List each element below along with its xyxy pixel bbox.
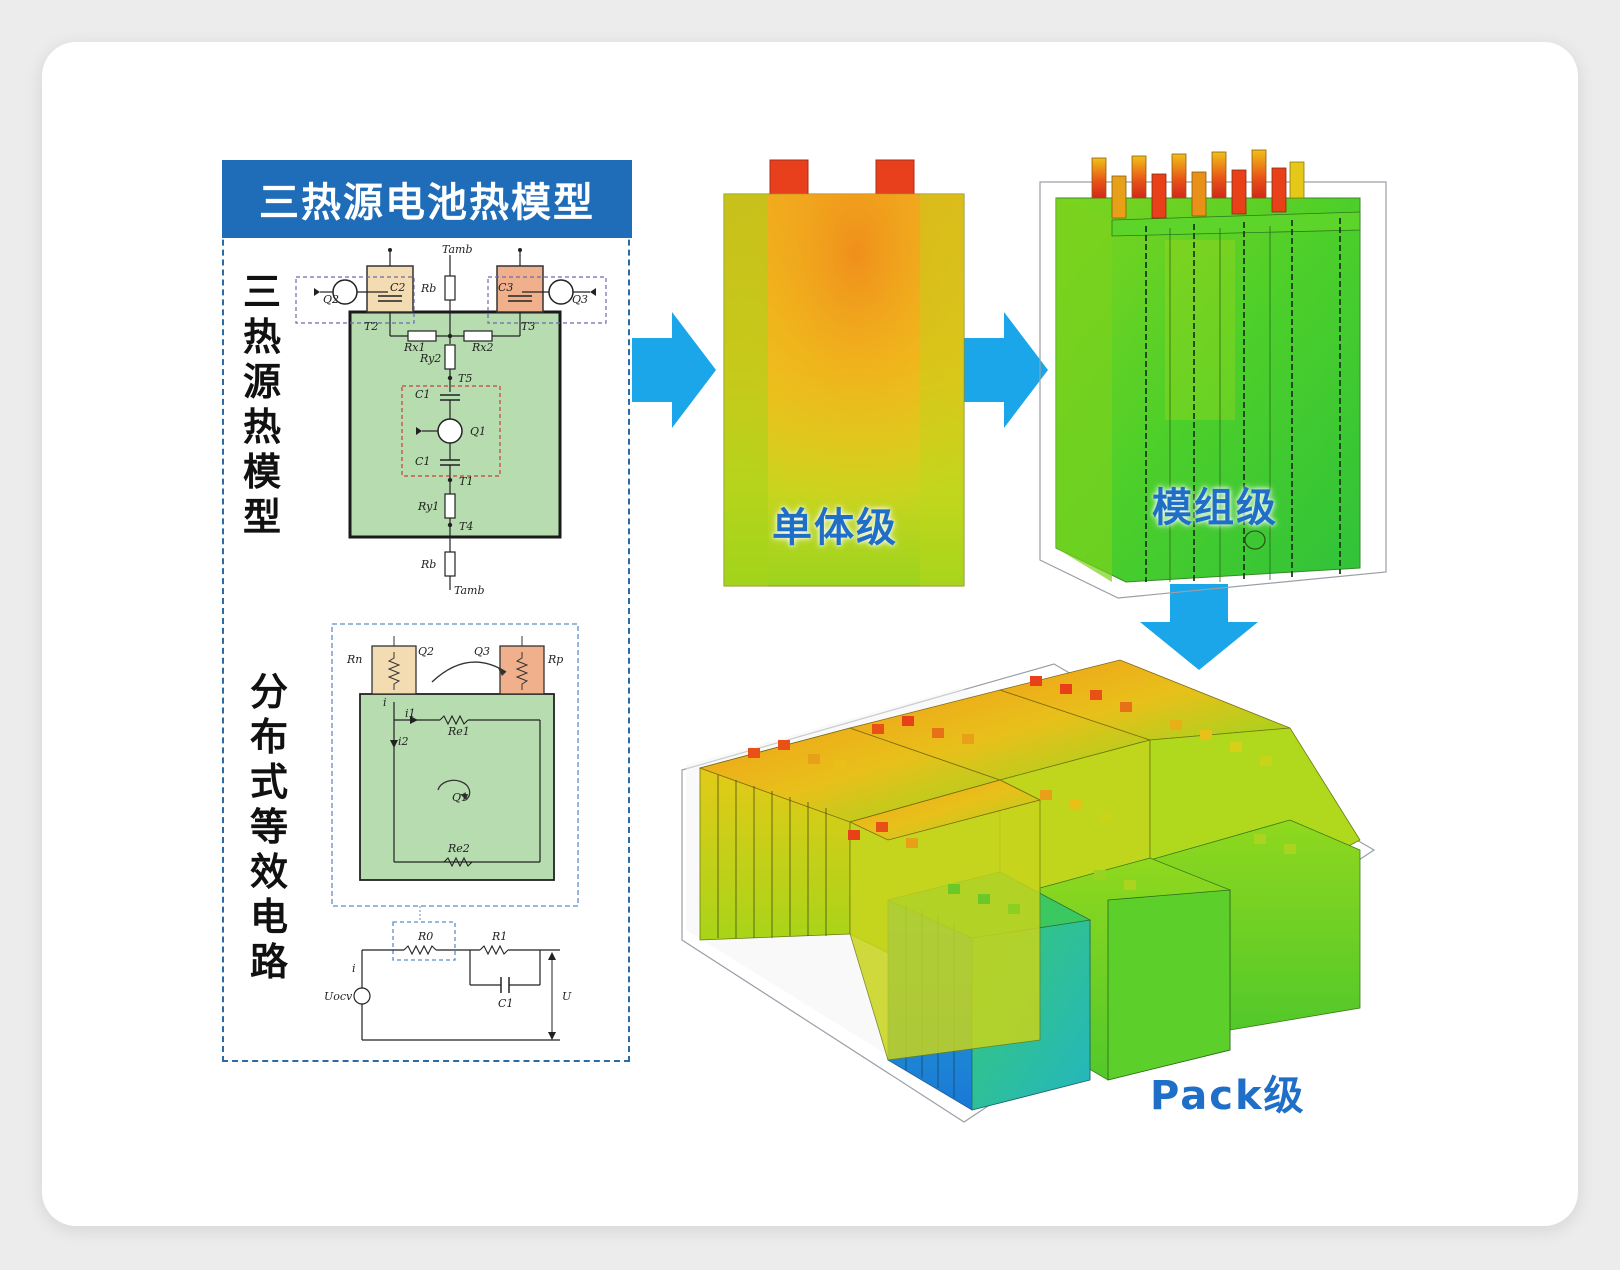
svg-text:i1: i1 — [405, 707, 416, 720]
svg-text:Re2: Re2 — [447, 842, 470, 855]
svg-text:T5: T5 — [458, 372, 472, 385]
svg-text:U: U — [562, 990, 572, 1003]
ground-icon-3 — [416, 427, 422, 435]
rb-top-resistor — [444, 275, 456, 301]
cell-level-label: 单体级 — [772, 505, 898, 551]
svg-text:Q3: Q3 — [474, 645, 490, 658]
heat-flow-arrow — [431, 661, 507, 683]
svg-text:Q2: Q2 — [418, 645, 434, 658]
svg-text:Rn: Rn — [346, 653, 362, 666]
svg-text:Q1: Q1 — [470, 425, 486, 438]
svg-text:R0: R0 — [417, 930, 433, 943]
svg-text:Uocv: Uocv — [324, 990, 353, 1003]
ry1-resistor — [444, 493, 456, 519]
distributed-circuit: Rn Rp Q2 Q3 i i1 i2 Re1 Q1 Re2 — [331, 623, 579, 920]
flow-arrows — [632, 312, 1258, 670]
pack-tabs — [748, 676, 1296, 914]
module-level-model — [1039, 149, 1387, 599]
svg-text:C1: C1 — [415, 455, 430, 468]
svg-text:Tamb: Tamb — [454, 584, 485, 597]
svg-text:Tamb: Tamb — [442, 243, 473, 256]
q1-heat-box — [401, 385, 501, 477]
svg-text:Rb: Rb — [420, 558, 436, 571]
arrow-right-2 — [964, 312, 1048, 428]
equivalent-circuit: R0 R1 C1 Uocv U i — [324, 921, 572, 1041]
svg-text:Rb: Rb — [420, 282, 436, 295]
arrow-down — [1140, 584, 1258, 670]
ry2-resistor — [444, 344, 456, 370]
distributed-box — [331, 623, 579, 907]
svg-text:Q2: Q2 — [323, 293, 339, 306]
svg-text:Re1: Re1 — [447, 725, 470, 738]
svg-text:i: i — [352, 962, 356, 975]
arrow-right-1 — [632, 312, 716, 428]
ground-icon — [314, 288, 320, 296]
svg-text:T1: T1 — [459, 475, 473, 488]
svg-text:C3: C3 — [498, 281, 513, 294]
svg-text:i: i — [383, 696, 387, 709]
svg-text:Ry1: Ry1 — [417, 500, 439, 513]
svg-text:T3: T3 — [521, 320, 535, 333]
svg-text:Rx2: Rx2 — [471, 341, 493, 354]
rx2-resistor — [463, 330, 493, 342]
voltage-source-icon — [353, 987, 371, 1005]
three-heat-source-circuit: Tamb Rb Q2 Q3 C2 C3 T2 T3 Rx1 Rx2 Ry2 T5… — [295, 243, 607, 597]
module-bounding-box — [1039, 181, 1387, 599]
r1-resistor — [479, 944, 509, 956]
positive-tab — [496, 265, 544, 313]
r0-resistor — [403, 944, 437, 956]
svg-text:C1: C1 — [498, 997, 513, 1010]
svg-text:Q3: Q3 — [572, 293, 588, 306]
svg-text:Q1: Q1 — [452, 791, 468, 804]
q1-source-icon — [437, 418, 463, 444]
svg-text:T4: T4 — [459, 520, 473, 533]
r0-box — [392, 921, 456, 961]
svg-text:i2: i2 — [398, 735, 409, 748]
q3-source-box — [487, 276, 607, 324]
svg-text:Rp: Rp — [547, 653, 563, 666]
panel-title: 三热源电池热模型 — [222, 160, 632, 238]
pack-level-label: Pack级 — [1150, 1073, 1306, 1119]
module-tabs — [1091, 149, 1305, 219]
label-three-heat-source-model: 三 热 源 热 模 型 — [242, 270, 281, 539]
ground-icon-2 — [590, 288, 596, 296]
cell-level-model — [723, 159, 965, 587]
q3-source-icon — [548, 279, 574, 305]
module-level-label: 模组级 — [1152, 485, 1278, 531]
distributed-cell-body — [359, 693, 555, 881]
cell-tab-left — [769, 159, 809, 195]
svg-text:Ry2: Ry2 — [419, 352, 441, 365]
svg-text:Rx1: Rx1 — [403, 341, 425, 354]
svg-text:C1: C1 — [415, 388, 430, 401]
label-distributed-equivalent-circuit: 分 布 式 等 效 电 路 — [249, 670, 288, 984]
q2-source-box — [295, 276, 415, 324]
cell-tab-right — [875, 159, 915, 195]
internal-heat-icon — [437, 779, 471, 801]
svg-text:T2: T2 — [364, 320, 378, 333]
svg-text:R1: R1 — [491, 930, 507, 943]
rx1-resistor — [407, 330, 437, 342]
svg-text:C2: C2 — [390, 281, 405, 294]
pack-level-model — [681, 659, 1376, 1123]
rb-bottom-resistor — [444, 551, 456, 577]
